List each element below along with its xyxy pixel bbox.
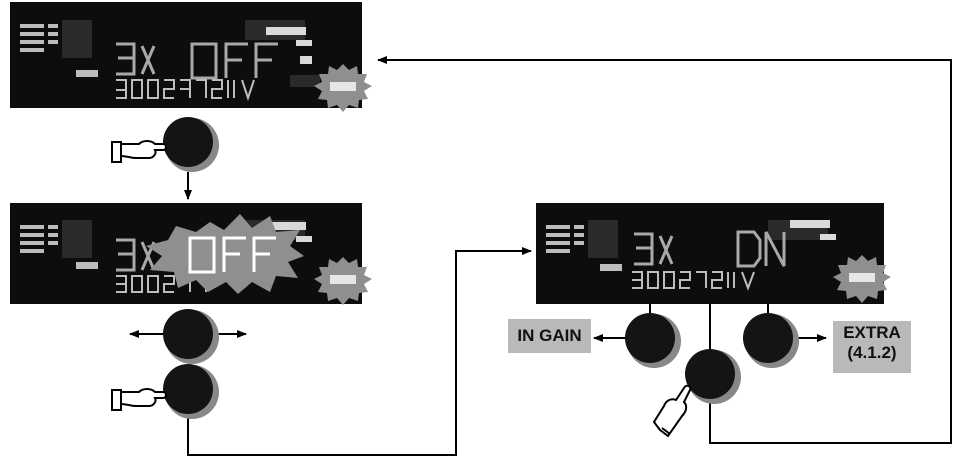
highlight-burst-right (833, 255, 891, 303)
knob-icon[interactable] (163, 364, 219, 419)
pointing-hand-icon (111, 388, 167, 411)
knob-icon[interactable] (743, 313, 799, 368)
pointing-hand-icon (111, 140, 167, 163)
knob-icon[interactable] (163, 117, 219, 172)
in-gain-label: IN GAIN (508, 319, 591, 353)
knob-icon[interactable] (625, 313, 681, 368)
knob-icon[interactable] (685, 349, 741, 404)
value-highlight-burst (146, 214, 304, 294)
extra-label-line1: EXTRA (843, 323, 901, 342)
highlight-burst-top (314, 64, 372, 112)
knob-icon[interactable] (163, 309, 219, 364)
extra-label-line2: (4.1.2) (847, 343, 897, 362)
lcd-screen-right (536, 203, 884, 304)
lcd-screen-middle (10, 203, 362, 304)
lcd-screen-top (10, 2, 362, 108)
pointing-hand-icon (652, 384, 692, 438)
highlight-burst-middle (314, 257, 372, 305)
extra-label: EXTRA (4.1.2) (833, 321, 911, 373)
